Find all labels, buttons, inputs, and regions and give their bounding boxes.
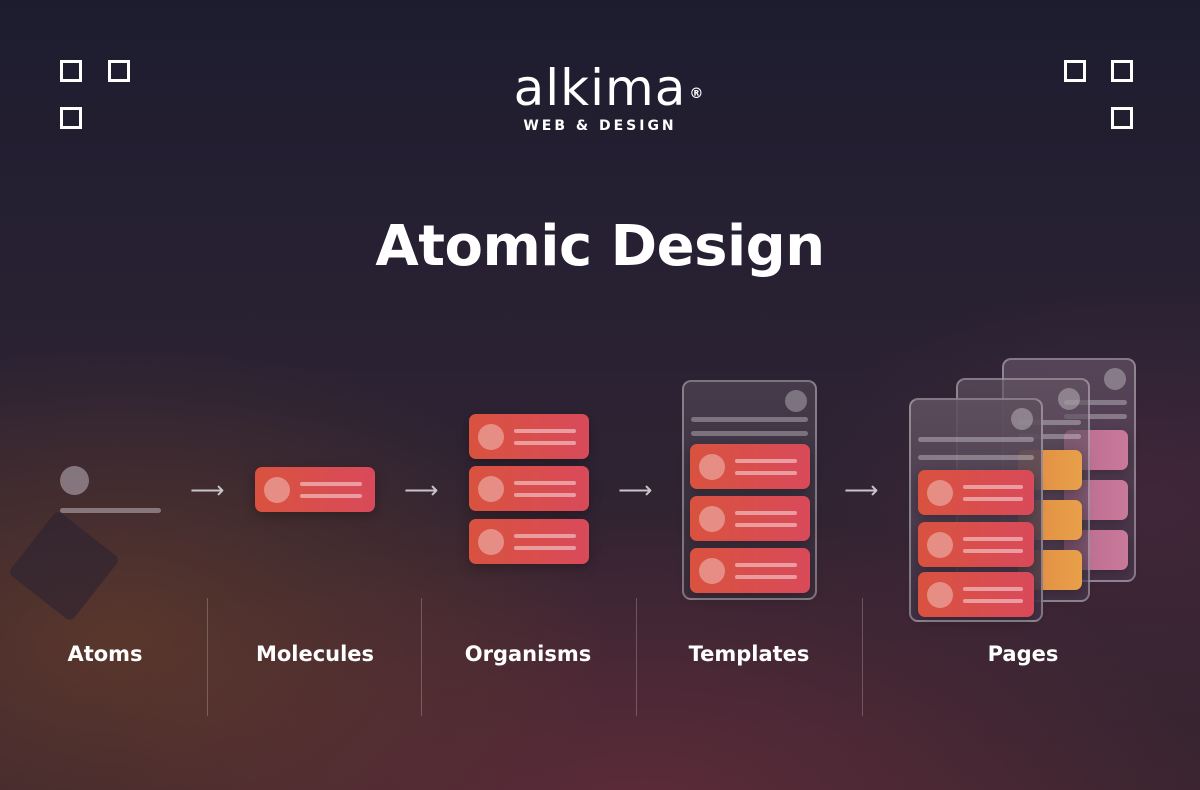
molecule-card	[255, 467, 375, 512]
stage-label-templates: Templates	[688, 642, 810, 666]
stage-label-organisms: Organisms	[464, 642, 592, 666]
brand-tagline: WEB & DESIGN	[523, 118, 677, 134]
stage-divider	[636, 598, 637, 716]
brand-name: alkima	[513, 59, 687, 117]
atom-dot	[60, 466, 89, 495]
organism-card	[469, 466, 589, 511]
arrow-icon: ⟶	[404, 476, 439, 504]
registered-mark: ®	[689, 86, 705, 102]
stage-divider	[862, 598, 863, 716]
arrow-icon: ⟶	[844, 476, 879, 504]
arrow-icon: ⟶	[190, 476, 225, 504]
atom-line	[60, 508, 161, 513]
stage-label-atoms: Atoms	[67, 642, 143, 666]
atom-shape	[7, 509, 121, 623]
brand-logo: alkima ® WEB & DESIGN	[420, 58, 780, 134]
stage-label-pages: Pages	[987, 642, 1059, 666]
arrow-icon: ⟶	[618, 476, 653, 504]
page-title: Atomic Design	[375, 214, 825, 279]
template-phone	[682, 380, 817, 600]
stage-label-molecules: Molecules	[255, 642, 375, 666]
stage-divider	[421, 598, 422, 716]
organism-card	[469, 519, 589, 564]
organism-card	[469, 414, 589, 459]
stage-divider	[207, 598, 208, 716]
corner-grid-icon	[1064, 60, 1144, 140]
corner-grid-icon	[60, 60, 140, 140]
page-phone-front	[909, 398, 1043, 622]
